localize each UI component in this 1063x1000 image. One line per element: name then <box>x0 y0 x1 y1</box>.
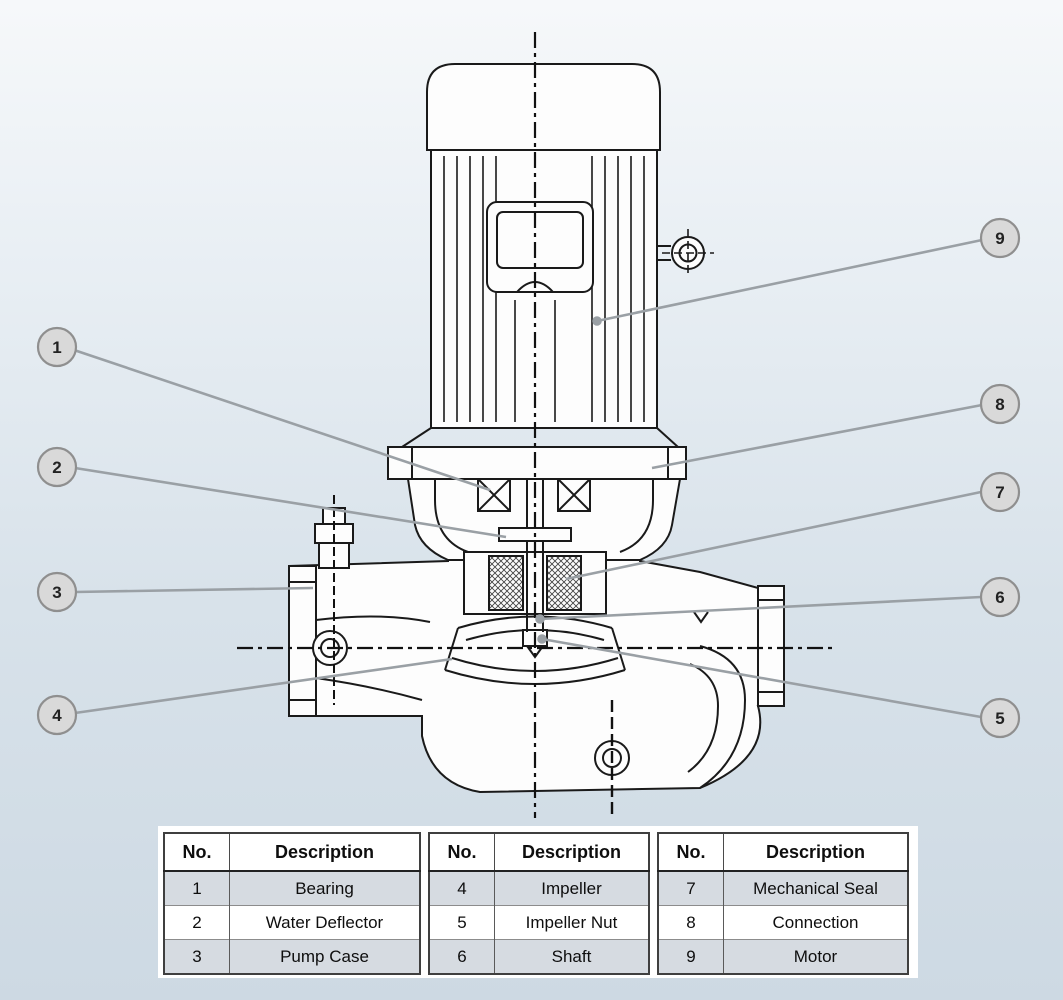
bearing-right <box>557 478 591 512</box>
column-header-no: No. <box>657 832 724 872</box>
mechanical-seal-left <box>488 555 524 611</box>
suction-flange <box>288 565 317 717</box>
leader-lines <box>73 238 983 719</box>
part-description: Impeller Nut <box>494 905 650 940</box>
leader-dot-5 <box>537 634 547 644</box>
part-description: Pump Case <box>229 939 421 974</box>
leader-dot-6 <box>535 614 545 624</box>
leader-line-9 <box>596 238 983 323</box>
table-row: 3 Pump Case <box>163 939 421 974</box>
table-header-row: No. Description <box>163 832 421 872</box>
motor-cooling-fins <box>443 156 645 422</box>
callout-2-label: 2 <box>52 458 61 477</box>
part-number: 3 <box>163 939 230 974</box>
column-header-description: Description <box>494 832 650 872</box>
discharge-flange <box>757 585 785 707</box>
mechanical-seal-right <box>546 555 582 611</box>
callout-6-label: 6 <box>995 588 1004 607</box>
part-description: Connection <box>723 905 909 940</box>
leader-line-5 <box>541 637 982 719</box>
leader-line-2 <box>74 466 507 539</box>
part-description: Water Deflector <box>229 905 421 940</box>
callout-6: 6 <box>979 576 1021 618</box>
lifting-eye <box>658 229 714 277</box>
casing-notch <box>693 611 709 624</box>
terminal-box <box>486 201 594 293</box>
callout-9: 9 <box>979 217 1021 259</box>
table-header-row: No. Description <box>657 832 909 872</box>
part-description: Mechanical Seal <box>723 870 909 906</box>
motor <box>426 63 714 429</box>
bearings <box>477 478 591 512</box>
part-number: 5 <box>428 905 495 940</box>
part-number: 8 <box>657 905 724 940</box>
leader-line-6 <box>539 595 982 621</box>
table-row: 2 Water Deflector <box>163 905 421 940</box>
part-number: 4 <box>428 870 495 906</box>
table-row: 5 Impeller Nut <box>428 905 650 940</box>
leader-line-3 <box>74 586 314 594</box>
column-header-no: No. <box>428 832 495 872</box>
callout-4-label: 4 <box>52 706 62 725</box>
part-number: 9 <box>657 939 724 974</box>
part-description: Impeller <box>494 870 650 906</box>
parts-table-3: No. Description 7 Mechanical Seal 8 Conn… <box>657 832 909 975</box>
callout-1-label: 1 <box>52 338 61 357</box>
leader-line-1 <box>73 348 491 492</box>
column-header-no: No. <box>163 832 230 872</box>
table-row: 7 Mechanical Seal <box>657 870 909 906</box>
callout-3-label: 3 <box>52 583 61 602</box>
callout-5-label: 5 <box>995 709 1004 728</box>
bearing-left <box>477 478 511 512</box>
column-header-description: Description <box>723 832 909 872</box>
parts-tables-panel: No. Description 1 Bearing 2 Water Deflec… <box>158 826 918 978</box>
part-number: 7 <box>657 870 724 906</box>
volute-wall-left <box>315 615 431 623</box>
callout-3: 3 <box>36 571 78 613</box>
leader-line-7 <box>565 490 982 581</box>
table-row: 6 Shaft <box>428 939 650 974</box>
centerlines <box>237 32 832 818</box>
table-row: 8 Connection <box>657 905 909 940</box>
callout-8: 8 <box>979 383 1021 425</box>
part-description: Motor <box>723 939 909 974</box>
volute-spiral-inner <box>687 663 720 773</box>
parts-table-2: No. Description 4 Impeller 5 Impeller Nu… <box>428 832 650 975</box>
part-description: Bearing <box>229 870 421 906</box>
callout-1: 1 <box>36 326 78 368</box>
part-description: Shaft <box>494 939 650 974</box>
callout-9-label: 9 <box>995 229 1004 248</box>
table-header-row: No. Description <box>428 832 650 872</box>
leader-dot-9 <box>592 316 602 326</box>
callout-5: 5 <box>979 697 1021 739</box>
volute-spiral-outer <box>699 645 747 789</box>
table-row: 9 Motor <box>657 939 909 974</box>
volute-wall-left-lower <box>315 677 423 701</box>
table-row: 1 Bearing <box>163 870 421 906</box>
callout-7: 7 <box>979 471 1021 513</box>
column-header-description: Description <box>229 832 421 872</box>
motor-cap <box>426 63 661 151</box>
callout-8-label: 8 <box>995 395 1004 414</box>
callout-2: 2 <box>36 446 78 488</box>
callout-balloons: 1 2 3 4 5 6 7 <box>36 217 1021 739</box>
leader-line-4 <box>74 657 453 715</box>
part-number: 6 <box>428 939 495 974</box>
callout-4: 4 <box>36 694 78 736</box>
shaft <box>526 479 544 632</box>
leader-line-8 <box>651 403 983 470</box>
part-number: 2 <box>163 905 230 940</box>
callout-7-label: 7 <box>995 483 1004 502</box>
table-row: 4 Impeller <box>428 870 650 906</box>
part-number: 1 <box>163 870 230 906</box>
parts-table-1: No. Description 1 Bearing 2 Water Deflec… <box>163 832 421 975</box>
